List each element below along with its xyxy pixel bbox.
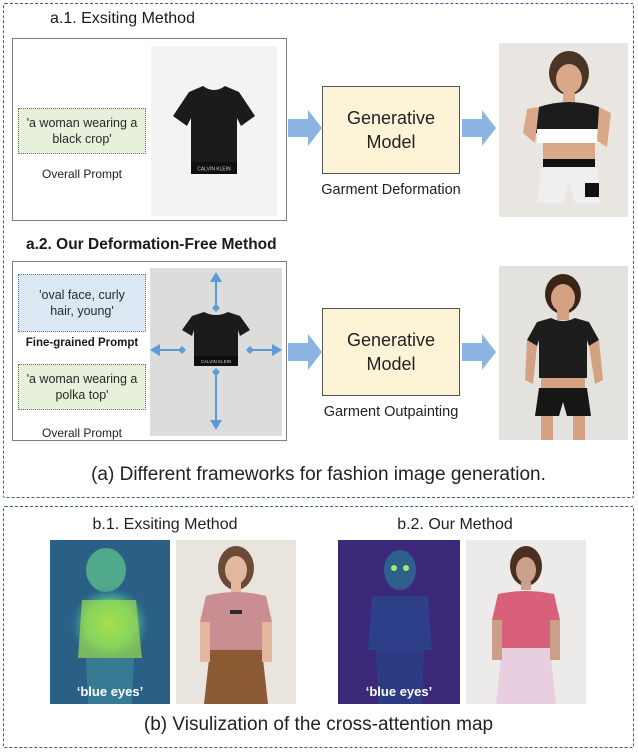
b1-blue-eyes-label: ‘blue eyes’	[76, 684, 144, 699]
a1-generative-model-label: Generative Model	[346, 108, 436, 152]
a2-model-caption: Garment Outpainting	[323, 404, 459, 420]
panel-a	[3, 3, 634, 498]
b2-model-figure-icon	[492, 546, 560, 704]
a2-arrow-to-output-icon	[462, 334, 496, 370]
a1-overall-prompt-caption: Overall Prompt	[41, 167, 123, 181]
a2-overall-prompt: 'a woman wearing a polka top'	[18, 364, 146, 410]
a2-arrow-to-model-icon	[288, 334, 322, 370]
b1-model-figure-icon	[200, 546, 272, 704]
a1-overall-prompt: 'a woman wearing a black crop'	[18, 108, 146, 154]
a2-model-figure-icon	[525, 274, 603, 440]
a1-garment-brand: CALVIN KLEIN	[197, 167, 231, 173]
a1-arrow-to-model-icon	[288, 110, 322, 146]
panel-a-caption: (a) Different frameworks for fashion ima…	[91, 464, 546, 485]
a2-generative-model: Generative Model	[322, 308, 460, 396]
b1-heatmap-icon	[50, 540, 170, 704]
a2-fine-grained-prompt-text: 'oval face, curly hair, young'	[39, 288, 125, 318]
a1-model-figure-icon	[523, 51, 611, 203]
b1-title: b.1. Exsiting Method	[92, 516, 238, 533]
a2-fine-grained-prompt: 'oval face, curly hair, young'	[18, 274, 146, 332]
b1-attention-map: ‘blue eyes’	[50, 540, 170, 704]
b2-title: b.2. Our Method	[397, 516, 513, 533]
b2-heatmap-icon	[338, 540, 460, 704]
a1-arrow-to-output-icon	[462, 110, 496, 146]
a2-overall-prompt-text: 'a woman wearing a polka top'	[26, 372, 138, 402]
a1-generative-model: Generative Model	[322, 86, 460, 174]
a2-output-image	[499, 266, 628, 440]
a1-title: a.1. Exsiting Method	[50, 10, 195, 27]
a2-generative-model-label: Generative Model	[346, 330, 436, 374]
garment-outpaint-icon: CALVIN KLEIN	[150, 272, 282, 430]
black-crop-top-icon: CALVIN KLEIN	[173, 86, 255, 174]
a2-garment-canvas: CALVIN KLEIN	[150, 268, 282, 436]
b2-attention-map: ‘blue eyes’	[338, 540, 460, 704]
a2-title: a.2. Our Deformation-Free Method	[26, 236, 277, 253]
b2-generated-image	[466, 540, 586, 704]
b1-generated-image	[176, 540, 296, 704]
b2-blue-eyes-label: ‘blue eyes’	[365, 684, 433, 699]
a1-output-image	[499, 43, 628, 217]
a2-overall-prompt-caption: Overall Prompt	[41, 426, 123, 440]
panel-b	[3, 506, 634, 748]
a2-garment-brand: CALVIN KLEIN	[201, 359, 231, 364]
a1-overall-prompt-text: 'a woman wearing a black crop'	[26, 116, 138, 146]
a2-fine-grained-caption: Fine-grained Prompt	[25, 337, 139, 349]
a1-model-caption: Garment Deformation	[321, 182, 461, 198]
panel-b-caption: (b) Visulization of the cross-attention …	[143, 714, 494, 735]
a1-garment-image: CALVIN KLEIN	[151, 46, 277, 216]
